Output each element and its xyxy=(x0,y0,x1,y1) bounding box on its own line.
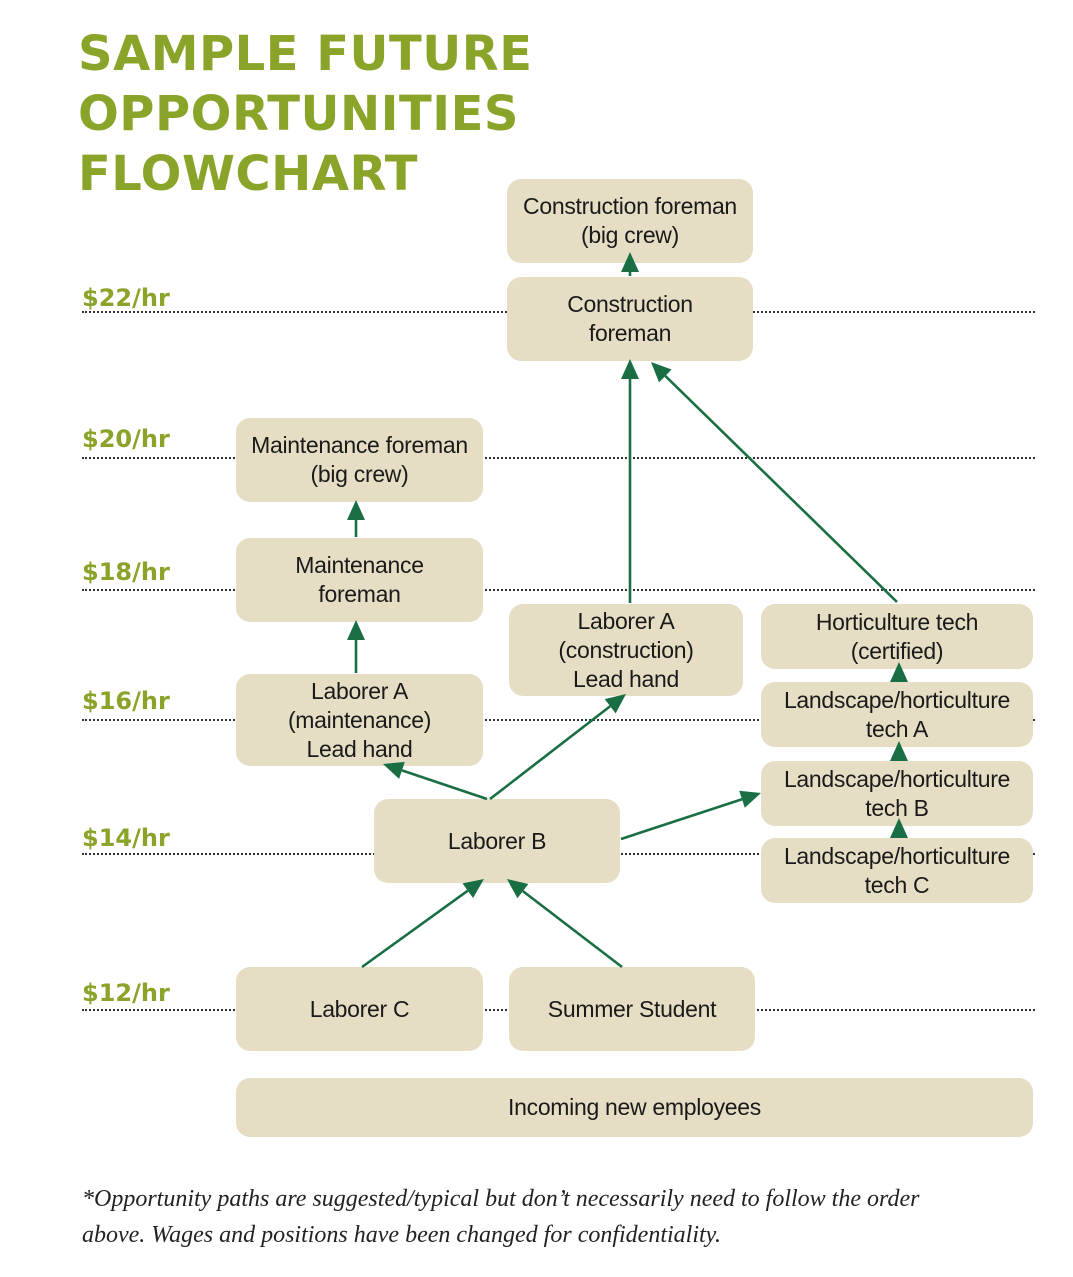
title-line: SAMPLE FUTURE xyxy=(78,26,533,82)
arrow-head xyxy=(739,790,761,808)
arrow-head xyxy=(890,741,908,761)
wage-label-20: $20/hr xyxy=(82,425,170,453)
box-laborer-a-construction: Laborer A (construction) Lead hand xyxy=(509,604,743,696)
box-maintenance-foreman-big-crew: Maintenance foreman (big crew) xyxy=(236,418,483,502)
arrow-head xyxy=(621,359,639,379)
arrow-laborer-a-maintenance-to-foreman xyxy=(347,620,365,673)
arrow-head xyxy=(604,694,626,714)
box-incoming-new-employees: Incoming new employees xyxy=(236,1078,1033,1137)
arrow-head xyxy=(383,761,405,779)
wage-level-line xyxy=(82,589,1035,591)
arrow-construction-foreman-to-big-crew xyxy=(621,252,639,276)
box-construction-foreman: Construction foreman xyxy=(507,277,753,361)
wage-label-12: $12/hr xyxy=(82,979,170,1007)
arrow-shaft xyxy=(489,705,611,801)
wage-label-18: $18/hr xyxy=(82,558,170,586)
arrow-head xyxy=(651,362,672,383)
wage-label-14: $14/hr xyxy=(82,824,170,852)
arrow-head xyxy=(507,879,529,899)
arrow-head xyxy=(621,252,639,272)
arrow-head xyxy=(890,818,908,838)
arrow-head xyxy=(347,620,365,640)
arrow-shaft xyxy=(664,375,898,603)
arrow-shaft xyxy=(522,890,623,969)
arrow-tech-c-to-tech-b xyxy=(890,818,908,838)
wage-label-16: $16/hr xyxy=(82,687,170,715)
arrow-head xyxy=(462,879,484,898)
footnote-line: above. Wages and positions have been cha… xyxy=(82,1222,721,1248)
footnote-line: *Opportunity paths are suggested/typical… xyxy=(82,1186,920,1212)
footnote: *Opportunity paths are suggested/typical… xyxy=(82,1181,1042,1253)
arrow-laborer-a-construction-to-foreman xyxy=(621,359,639,603)
box-maintenance-foreman: Maintenance foreman xyxy=(236,538,483,622)
wage-level-line xyxy=(82,457,1035,459)
arrow-laborer-c-to-laborer-b xyxy=(361,879,484,969)
box-construction-foreman-big-crew: Construction foreman (big crew) xyxy=(507,179,753,263)
arrow-laborer-b-to-tech-b xyxy=(620,790,761,841)
title-line: OPPORTUNITIES xyxy=(78,86,519,142)
arrow-shaft xyxy=(401,769,488,801)
box-summer-student: Summer Student xyxy=(509,967,755,1051)
arrow-maintenance-foreman-to-big-crew xyxy=(347,500,365,537)
box-laborer-c: Laborer C xyxy=(236,967,483,1051)
arrow-laborer-b-to-laborer-a-maintenance xyxy=(383,761,488,801)
box-laborer-b: Laborer B xyxy=(374,799,620,883)
box-landscape-tech-c: Landscape/horticulture tech C xyxy=(761,838,1033,903)
arrow-laborer-b-to-laborer-a-construction xyxy=(489,694,626,801)
title-line: FLOWCHART xyxy=(78,146,419,202)
arrow-head xyxy=(890,662,908,682)
arrow-shaft xyxy=(361,889,469,969)
box-laborer-a-maintenance: Laborer A (maintenance) Lead hand xyxy=(236,674,483,766)
arrow-tech-a-to-horticulture-certified xyxy=(890,662,908,682)
arrow-horticulture-certified-to-construction-foreman xyxy=(651,362,898,603)
arrow-head xyxy=(347,500,365,520)
page-title: SAMPLE FUTURE OPPORTUNITIES FLOWCHART xyxy=(78,24,532,204)
box-landscape-tech-a: Landscape/horticulture tech A xyxy=(761,682,1033,747)
arrow-summer-student-to-laborer-b xyxy=(507,879,623,969)
box-landscape-tech-b: Landscape/horticulture tech B xyxy=(761,761,1033,826)
arrow-tech-b-to-tech-a xyxy=(890,741,908,761)
wage-level-line xyxy=(82,719,1035,721)
box-horticulture-tech-certified: Horticulture tech (certified) xyxy=(761,604,1033,669)
arrow-shaft xyxy=(620,798,743,841)
wage-label-22: $22/hr xyxy=(82,284,170,312)
